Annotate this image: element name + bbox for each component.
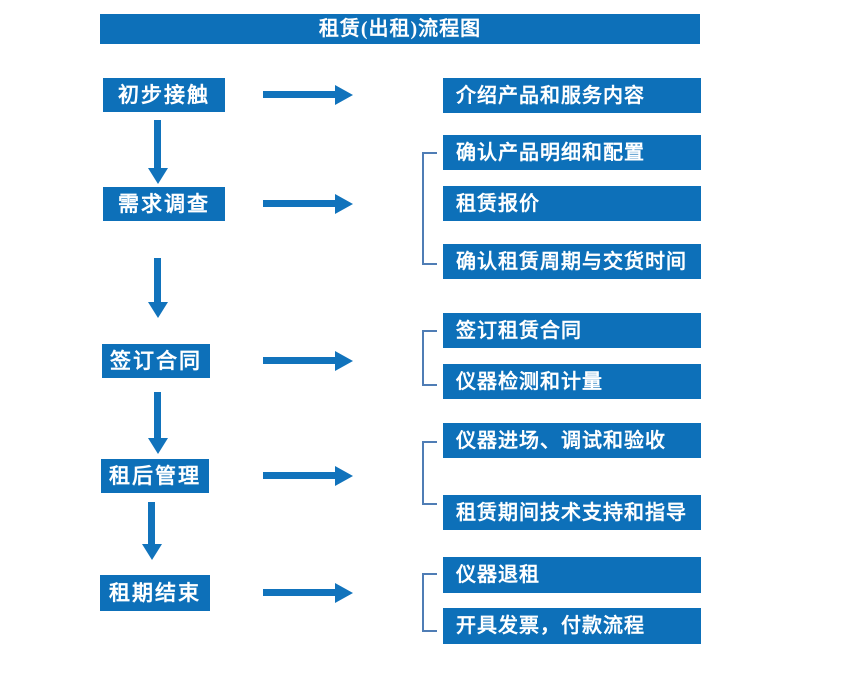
arrow-shaft [263,357,335,364]
detail-label: 确认产品明细和配置 [456,141,645,164]
arrow-head [142,544,162,560]
arrow-shaft [263,91,335,98]
detail-box-instrument-setup-acceptance: 仪器进场、调试和验收 [443,423,701,458]
detail-label: 仪器进场、调试和验收 [456,429,666,452]
page-title: 租赁(出租)流程图 [318,18,482,40]
arrow-head [335,466,353,486]
bracket-group-demand-survey [422,152,437,265]
arrow-right-icon [263,194,353,214]
arrow-head [335,194,353,214]
detail-label: 租赁期间技术支持和指导 [456,501,687,524]
detail-label: 开具发票，付款流程 [456,615,645,637]
arrow-head [148,438,168,454]
step-box-initial-contact: 初步接触 [103,78,225,112]
detail-box-invoice-payment: 开具发票，付款流程 [443,608,701,644]
detail-box-instrument-return: 仪器退租 [443,557,701,593]
detail-box-rental-quotation: 租赁报价 [443,186,701,221]
title-bar: 租赁(出租)流程图 [100,14,700,44]
detail-label: 仪器检测和计量 [456,370,603,393]
arrow-head [148,302,168,318]
arrow-shaft [263,200,335,207]
step-label: 需求调查 [118,191,210,216]
step-box-demand-survey: 需求调查 [103,187,225,221]
detail-box-instrument-inspection: 仪器检测和计量 [443,364,701,399]
detail-label: 仪器退租 [456,564,540,586]
arrow-right-icon [263,466,353,486]
detail-label: 签订租赁合同 [456,319,582,342]
arrow-head [148,168,168,184]
bracket-group-post-rental [422,441,437,505]
detail-box-introduce-products: 介绍产品和服务内容 [443,78,701,113]
step-label: 初步接触 [118,82,210,107]
arrow-shaft [154,120,161,168]
step-box-sign-contract: 签订合同 [102,344,210,378]
step-label: 签订合同 [110,348,202,373]
detail-box-confirm-product-details: 确认产品明细和配置 [443,135,701,170]
arrow-shaft [148,502,155,544]
arrow-head [335,85,353,105]
arrow-down-icon [148,392,168,454]
detail-label: 确认租赁周期与交货时间 [456,250,687,273]
arrow-down-icon [148,120,168,184]
detail-box-technical-support: 租赁期间技术支持和指导 [443,495,701,530]
detail-box-confirm-rental-period: 确认租赁周期与交货时间 [443,244,701,279]
arrow-shaft [154,258,161,302]
step-box-rental-end: 租期结束 [100,575,210,611]
arrow-head [335,351,353,371]
arrow-right-icon [263,85,353,105]
arrow-shaft [263,589,335,596]
arrow-down-icon [142,502,162,560]
arrow-shaft [154,392,161,438]
detail-label: 介绍产品和服务内容 [456,84,645,107]
arrow-shaft [263,472,335,479]
arrow-right-icon [263,351,353,371]
arrow-right-icon [263,583,353,603]
detail-label: 租赁报价 [456,192,540,215]
step-label: 租后管理 [109,463,201,488]
detail-box-sign-rental-contract: 签订租赁合同 [443,313,701,348]
arrow-down-icon [148,258,168,318]
step-box-post-rental-management: 租后管理 [101,459,209,493]
bracket-group-rental-end [422,573,437,632]
step-label: 租期结束 [109,580,201,605]
bracket-group-sign-contract [422,330,437,386]
arrow-head [335,583,353,603]
